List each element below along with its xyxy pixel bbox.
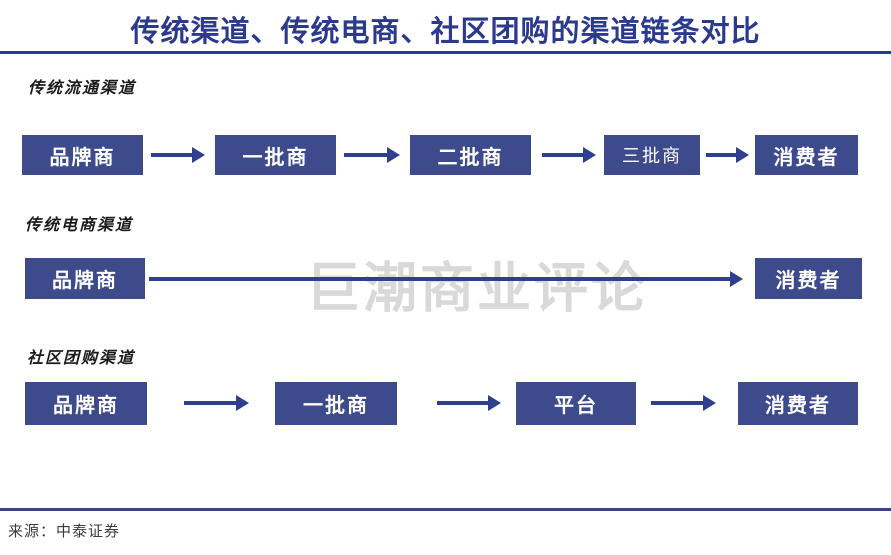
arrow-head-icon <box>192 147 205 163</box>
arrow-head-icon <box>236 395 249 411</box>
node-tier1-wholesaler: 一批商 <box>275 382 397 425</box>
section-label-community-group-buying: 社区团购渠道 <box>27 350 136 367</box>
arrow-head-icon <box>488 395 501 411</box>
arrow-icon <box>542 147 596 163</box>
arrow-shaft <box>437 401 488 405</box>
arrow-icon <box>151 147 205 163</box>
arrow-shaft <box>149 277 730 281</box>
node-brand: 品牌商 <box>22 135 143 175</box>
node-platform: 平台 <box>516 382 636 425</box>
arrow-head-icon <box>583 147 596 163</box>
footer-divider-line <box>0 508 891 511</box>
arrow-icon <box>344 147 400 163</box>
arrow-shaft <box>651 401 703 405</box>
node-consumer: 消费者 <box>755 258 862 299</box>
section-label-traditional-distribution: 传统流通渠道 <box>28 80 137 97</box>
arrow-head-icon <box>736 147 749 163</box>
node-brand: 品牌商 <box>25 382 147 425</box>
arrow-icon <box>651 395 716 411</box>
node-brand: 品牌商 <box>25 258 145 299</box>
watermark-text: 巨潮商业评论 <box>306 258 648 319</box>
source-attribution: 来源：中泰证券 <box>8 523 121 540</box>
arrow-head-icon <box>387 147 400 163</box>
page-title: 传统渠道、传统电商、社区团购的渠道链条对比 <box>130 16 761 48</box>
node-tier2-wholesaler: 二批商 <box>410 135 531 175</box>
node-consumer: 消费者 <box>755 135 858 175</box>
arrow-shaft <box>151 153 192 157</box>
section-label-traditional-ecommerce: 传统电商渠道 <box>25 217 134 234</box>
title-divider-line <box>0 51 891 54</box>
node-tier1-wholesaler: 一批商 <box>215 135 336 175</box>
arrow-icon <box>437 395 501 411</box>
arrow-icon <box>149 271 743 287</box>
arrow-head-icon <box>703 395 716 411</box>
node-tier3-wholesaler: 三批商 <box>604 135 700 175</box>
arrow-shaft <box>706 153 736 157</box>
node-consumer: 消费者 <box>738 382 858 425</box>
arrow-icon <box>184 395 249 411</box>
arrow-shaft <box>344 153 387 157</box>
arrow-shaft <box>542 153 583 157</box>
arrow-icon <box>706 147 749 163</box>
arrow-head-icon <box>730 271 743 287</box>
arrow-shaft <box>184 401 236 405</box>
